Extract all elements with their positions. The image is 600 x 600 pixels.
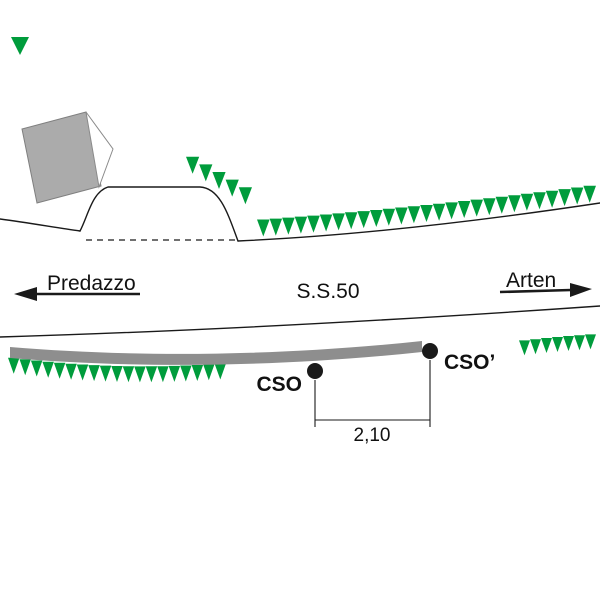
hedge-triangle-icon bbox=[558, 189, 571, 207]
hedge-triangle-icon bbox=[483, 198, 496, 216]
upper-road-edge-right bbox=[237, 202, 600, 242]
dimension-value: 2,10 bbox=[354, 425, 391, 446]
building-shape bbox=[21, 111, 102, 204]
right-arrow-icon bbox=[570, 283, 592, 297]
hedge-triangle-icon bbox=[395, 207, 408, 225]
hedge-triangle-icon bbox=[541, 338, 552, 353]
hedge-triangle-icon bbox=[319, 214, 333, 232]
hedge-triangle-icon bbox=[238, 187, 252, 205]
hedge-triangle-icon bbox=[519, 340, 530, 356]
driveway-outline bbox=[79, 186, 239, 242]
lower-road-edge bbox=[0, 305, 600, 338]
hedge-triangle-icon bbox=[180, 365, 192, 382]
driveway-slope-hedge bbox=[186, 156, 252, 205]
hedge-triangle-icon bbox=[520, 193, 534, 211]
hedge-triangle-icon bbox=[225, 179, 239, 197]
hedge-triangle-icon bbox=[432, 203, 446, 221]
hedge-triangle-icon bbox=[533, 192, 546, 210]
hedge-triangle-icon bbox=[407, 206, 421, 224]
hedge-triangle-icon bbox=[199, 164, 213, 182]
hedge-triangle-icon bbox=[420, 205, 433, 222]
hedge-triangle-icon bbox=[168, 365, 181, 382]
hedge-triangle-icon bbox=[457, 201, 471, 218]
hedge-triangle-icon bbox=[545, 190, 559, 208]
hedge-triangle-icon bbox=[495, 196, 509, 214]
hedge-triangle-icon bbox=[282, 217, 295, 235]
wall-band bbox=[10, 341, 422, 365]
hedge-triangle-icon bbox=[212, 172, 226, 189]
hedge-triangle-icon bbox=[583, 185, 596, 203]
hedge-triangle-icon bbox=[294, 216, 308, 234]
hedge-triangle-icon bbox=[552, 337, 563, 352]
hedge-triangle-icon bbox=[88, 365, 100, 382]
road-name-label: S.S.50 bbox=[296, 280, 359, 303]
corner-mark bbox=[11, 37, 29, 55]
hedge-triangle-icon bbox=[382, 208, 396, 226]
lower-right-hedge bbox=[519, 334, 596, 356]
hedge-triangle-icon bbox=[53, 362, 66, 379]
cso-prime-label: CSO’ bbox=[444, 351, 495, 374]
cso-prime-point bbox=[422, 343, 438, 359]
predazzo-direction: Predazzo bbox=[14, 272, 140, 301]
hedge-triangle-icon bbox=[269, 218, 283, 236]
arten-arrow-line bbox=[499, 288, 572, 294]
cso-point bbox=[307, 363, 323, 379]
hedge-triangle-icon bbox=[257, 219, 270, 237]
arten-direction: Arten bbox=[499, 269, 592, 297]
hedge-triangle-icon bbox=[145, 366, 158, 383]
lower-left-hedge bbox=[8, 357, 226, 383]
hedge-triangle-icon bbox=[122, 366, 135, 383]
hedge-triangle-icon bbox=[570, 187, 584, 205]
arten-label: Arten bbox=[506, 269, 556, 292]
cso-label: CSO bbox=[256, 373, 302, 396]
hedge-triangle-icon bbox=[445, 202, 458, 220]
hedge-triangle-icon bbox=[134, 366, 146, 383]
hedge-triangle-icon bbox=[344, 212, 358, 230]
hedge-triangle-icon bbox=[111, 366, 123, 382]
hedge-triangle-icon bbox=[76, 364, 89, 381]
hedge-triangle-icon bbox=[370, 210, 383, 227]
hedge-triangle-icon bbox=[42, 361, 54, 378]
hedge-triangle-icon bbox=[563, 336, 574, 351]
corner-triangle-icon bbox=[11, 37, 29, 55]
building-roof-flap bbox=[85, 111, 114, 189]
dimension: 2,10 bbox=[314, 360, 431, 446]
hedge-triangle-icon bbox=[357, 211, 370, 229]
hedge-triangle-icon bbox=[530, 339, 541, 355]
predazzo-label: Predazzo bbox=[47, 272, 136, 295]
hedge-triangle-icon bbox=[508, 195, 521, 213]
hedge-triangle-icon bbox=[585, 334, 596, 350]
hedge-triangle-icon bbox=[186, 156, 200, 174]
hedge-triangle-icon bbox=[214, 363, 226, 380]
hedge-triangle-icon bbox=[203, 364, 215, 381]
hedge-triangle-icon bbox=[65, 363, 77, 380]
hedge-triangle-icon bbox=[332, 213, 345, 231]
hedge-triangle-icon bbox=[574, 335, 585, 351]
hedge-triangle-icon bbox=[191, 365, 204, 381]
hedge-triangle-icon bbox=[99, 365, 112, 382]
hedge-triangle-icon bbox=[8, 357, 20, 374]
hedge-triangle-icon bbox=[157, 366, 169, 383]
hedge-triangle-icon bbox=[307, 215, 320, 233]
hedge-triangle-icon bbox=[470, 199, 483, 217]
hedge-triangle-icon bbox=[19, 359, 31, 376]
upper-road-edge-left bbox=[0, 218, 81, 232]
upper-roadside-hedge bbox=[257, 185, 596, 237]
left-arrow-icon bbox=[14, 287, 37, 301]
hedge-triangle-icon bbox=[30, 360, 43, 377]
building bbox=[21, 111, 114, 204]
